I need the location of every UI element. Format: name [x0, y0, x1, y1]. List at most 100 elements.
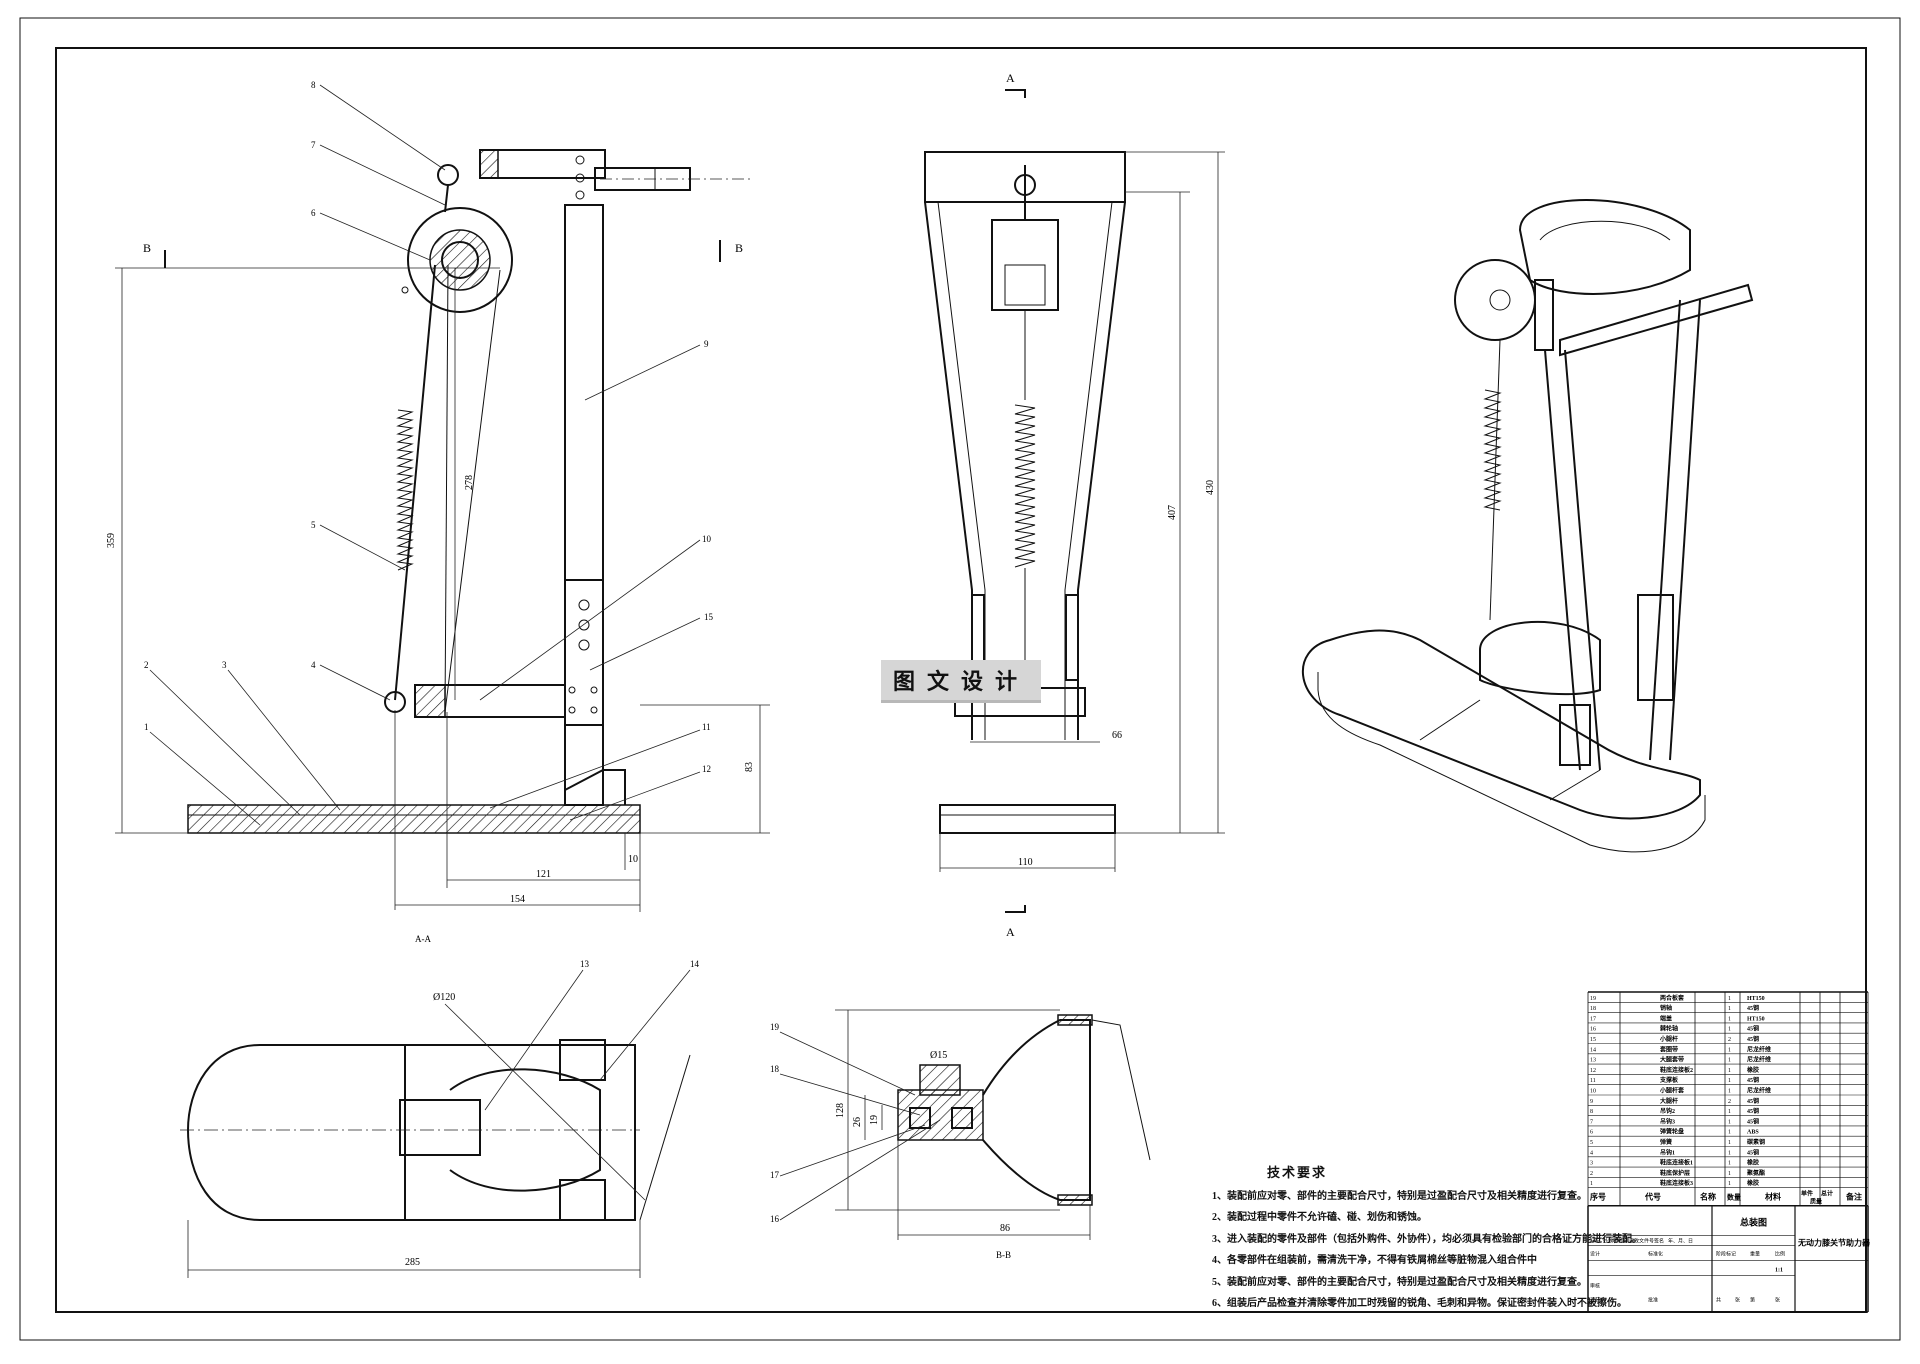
bom-row-name: 大腿杆	[1660, 1097, 1678, 1105]
bom-row-name: 鞋底保护层	[1660, 1169, 1690, 1177]
bom-row-material: 45钢	[1747, 1004, 1759, 1012]
bom-row-material: 45钢	[1747, 1076, 1759, 1084]
bom-header-material: 材料	[1765, 1192, 1781, 1202]
bom-row-qty: 1	[1728, 1119, 1731, 1125]
bom-header-name: 名称	[1700, 1192, 1716, 1202]
bom-row-name: 小腿杆套	[1659, 1087, 1684, 1095]
thigh-bar	[564, 204, 604, 806]
bom-row-qty: 1	[1728, 1016, 1731, 1022]
bom-row-material: HT150	[1747, 996, 1765, 1002]
callout-4: 4	[311, 660, 316, 670]
isometric-view	[1302, 199, 1754, 853]
iso-spring-wheel	[1454, 259, 1536, 341]
callout-17: 17	[770, 1170, 780, 1180]
callout-15: 15	[704, 612, 714, 622]
bom-row-no: 16	[1590, 1027, 1596, 1033]
bom-row-qty: 1	[1728, 1058, 1731, 1064]
spring-wheel	[407, 207, 513, 313]
bom-row-qty: 1	[1728, 1171, 1731, 1177]
callout-18: 18	[770, 1064, 780, 1074]
tech-note-2: 2、装配过程中零件不允许磕、碰、划伤和锈蚀。	[1212, 1212, 1427, 1223]
bom-row-qty: 1	[1728, 1068, 1731, 1074]
callout-19: 19	[770, 1022, 780, 1032]
callout-6: 6	[311, 208, 316, 218]
dim-26: 26	[852, 1117, 863, 1127]
bom-row-material: 45钢	[1747, 1117, 1759, 1125]
spring-front	[1014, 404, 1036, 568]
side-view: 359 278 83 10 121 154 B B A-A 8 7 6 9 5 …	[106, 80, 770, 944]
bom-row-qty: 1	[1728, 1006, 1731, 1012]
callout-8: 8	[311, 80, 316, 90]
bom-row-material: 橡胶	[1747, 1066, 1759, 1074]
tb-product-name: 无动力膝关节助力器	[1797, 1238, 1871, 1248]
sole-plate	[187, 804, 641, 834]
bom-row-qty: 1	[1728, 1181, 1731, 1187]
dim-128: 128	[835, 1103, 846, 1118]
dim-phi15: Ø15	[930, 1050, 947, 1061]
callout-13: 13	[580, 959, 590, 969]
bom-row-qty: 1	[1728, 1161, 1731, 1167]
section-b-hub	[897, 1089, 984, 1141]
section-a-label-top: A	[1006, 71, 1015, 85]
bom-row-qty: 1	[1728, 996, 1731, 1002]
bom-row-qty: 1	[1728, 1047, 1731, 1053]
bom-row-no: 18	[1590, 1006, 1596, 1012]
bom-row-material: 聚氨酯	[1746, 1169, 1765, 1177]
bom-row-material: 45钢	[1747, 1148, 1759, 1156]
dim-154: 154	[510, 894, 525, 905]
tb-approve: 批准	[1648, 1297, 1658, 1304]
callout-14: 14	[690, 959, 700, 969]
spring-iso	[1483, 389, 1502, 511]
dim-285: 285	[405, 1257, 420, 1268]
bom-row-no: 7	[1590, 1119, 1593, 1125]
bom-row-no: 1	[1590, 1181, 1593, 1187]
hook-8	[437, 164, 459, 186]
tech-note-1: 1、装配前应对零、部件的主要配合尺寸，特别是过盈配合尺寸及相关精度进行复查。	[1212, 1190, 1587, 1202]
bom-row-qty: 1	[1728, 1130, 1731, 1136]
bom-row-name: 弹簧	[1660, 1138, 1672, 1146]
callout-5: 5	[311, 520, 316, 530]
tb-sign: 签名	[1654, 1238, 1664, 1245]
bom-header-qty: 数量	[1727, 1193, 1741, 1202]
tb-review: 审核	[1590, 1283, 1600, 1290]
bom-row-material: HT150	[1747, 1016, 1765, 1022]
watermark: 图文设计	[881, 660, 1041, 703]
tech-note-6: 6、组装后产品检查并清除零件加工时残留的锐角、毛刺和异物。保证密封件装入时不被擦…	[1212, 1298, 1627, 1309]
bom-row-material: 45钢	[1747, 1097, 1759, 1105]
bom-row-material: 尼龙纤维	[1747, 1087, 1771, 1095]
bom-row-qty: 1	[1728, 1027, 1731, 1033]
dim-phi120: Ø120	[433, 992, 455, 1003]
tb-page: 第	[1750, 1297, 1755, 1304]
callout-1: 1	[144, 722, 149, 732]
tb-sheet: 张	[1735, 1297, 1740, 1304]
front-sole	[939, 804, 1116, 834]
bom-row-no: 2	[1590, 1171, 1593, 1177]
tb-drawing-name: 总装图	[1740, 1217, 1767, 1228]
bom-row-material: 45钢	[1747, 1107, 1759, 1115]
bom-row-name: 支撑板	[1659, 1076, 1679, 1084]
front-view: A A 66 110 407 430	[924, 71, 1225, 939]
bom-row-no: 17	[1590, 1016, 1596, 1022]
bom-row-no: 4	[1590, 1150, 1593, 1156]
dim-430: 430	[1205, 480, 1216, 495]
bom-row-no: 10	[1590, 1089, 1596, 1095]
tech-note-3: 3、进入装配的零件及部件（包括外购件、外协件），均必须具有检验部门的合格证方能进…	[1212, 1233, 1642, 1245]
bom-row-name: 鞋底连接板3	[1660, 1179, 1693, 1187]
tb-scale: 1:1	[1775, 1268, 1783, 1274]
bom-row-name: 鞋底连接板1	[1660, 1159, 1693, 1167]
bom-row-name: 端盖	[1660, 1014, 1672, 1022]
bom-row-name: 大腿套带	[1660, 1056, 1684, 1064]
iso-thigh-cuff	[1518, 199, 1691, 295]
bom-row-qty: 1	[1728, 1109, 1731, 1115]
dim-10: 10	[628, 854, 638, 865]
tb-scale-label: 比例	[1775, 1251, 1785, 1258]
section-b-view-title: B-B	[996, 1250, 1011, 1260]
bom-row-name: 销轴	[1660, 1004, 1672, 1012]
tb-process: 工艺	[1590, 1298, 1600, 1304]
tech-note-5: 5、装配前应对零、部件的主要配合尺寸，特别是过盈配合尺寸及相关精度进行复查。	[1212, 1276, 1587, 1288]
iso-sole	[1302, 629, 1701, 820]
bom-row-name: 套圈带	[1660, 1045, 1678, 1053]
iso-heel-cup	[1479, 620, 1601, 696]
